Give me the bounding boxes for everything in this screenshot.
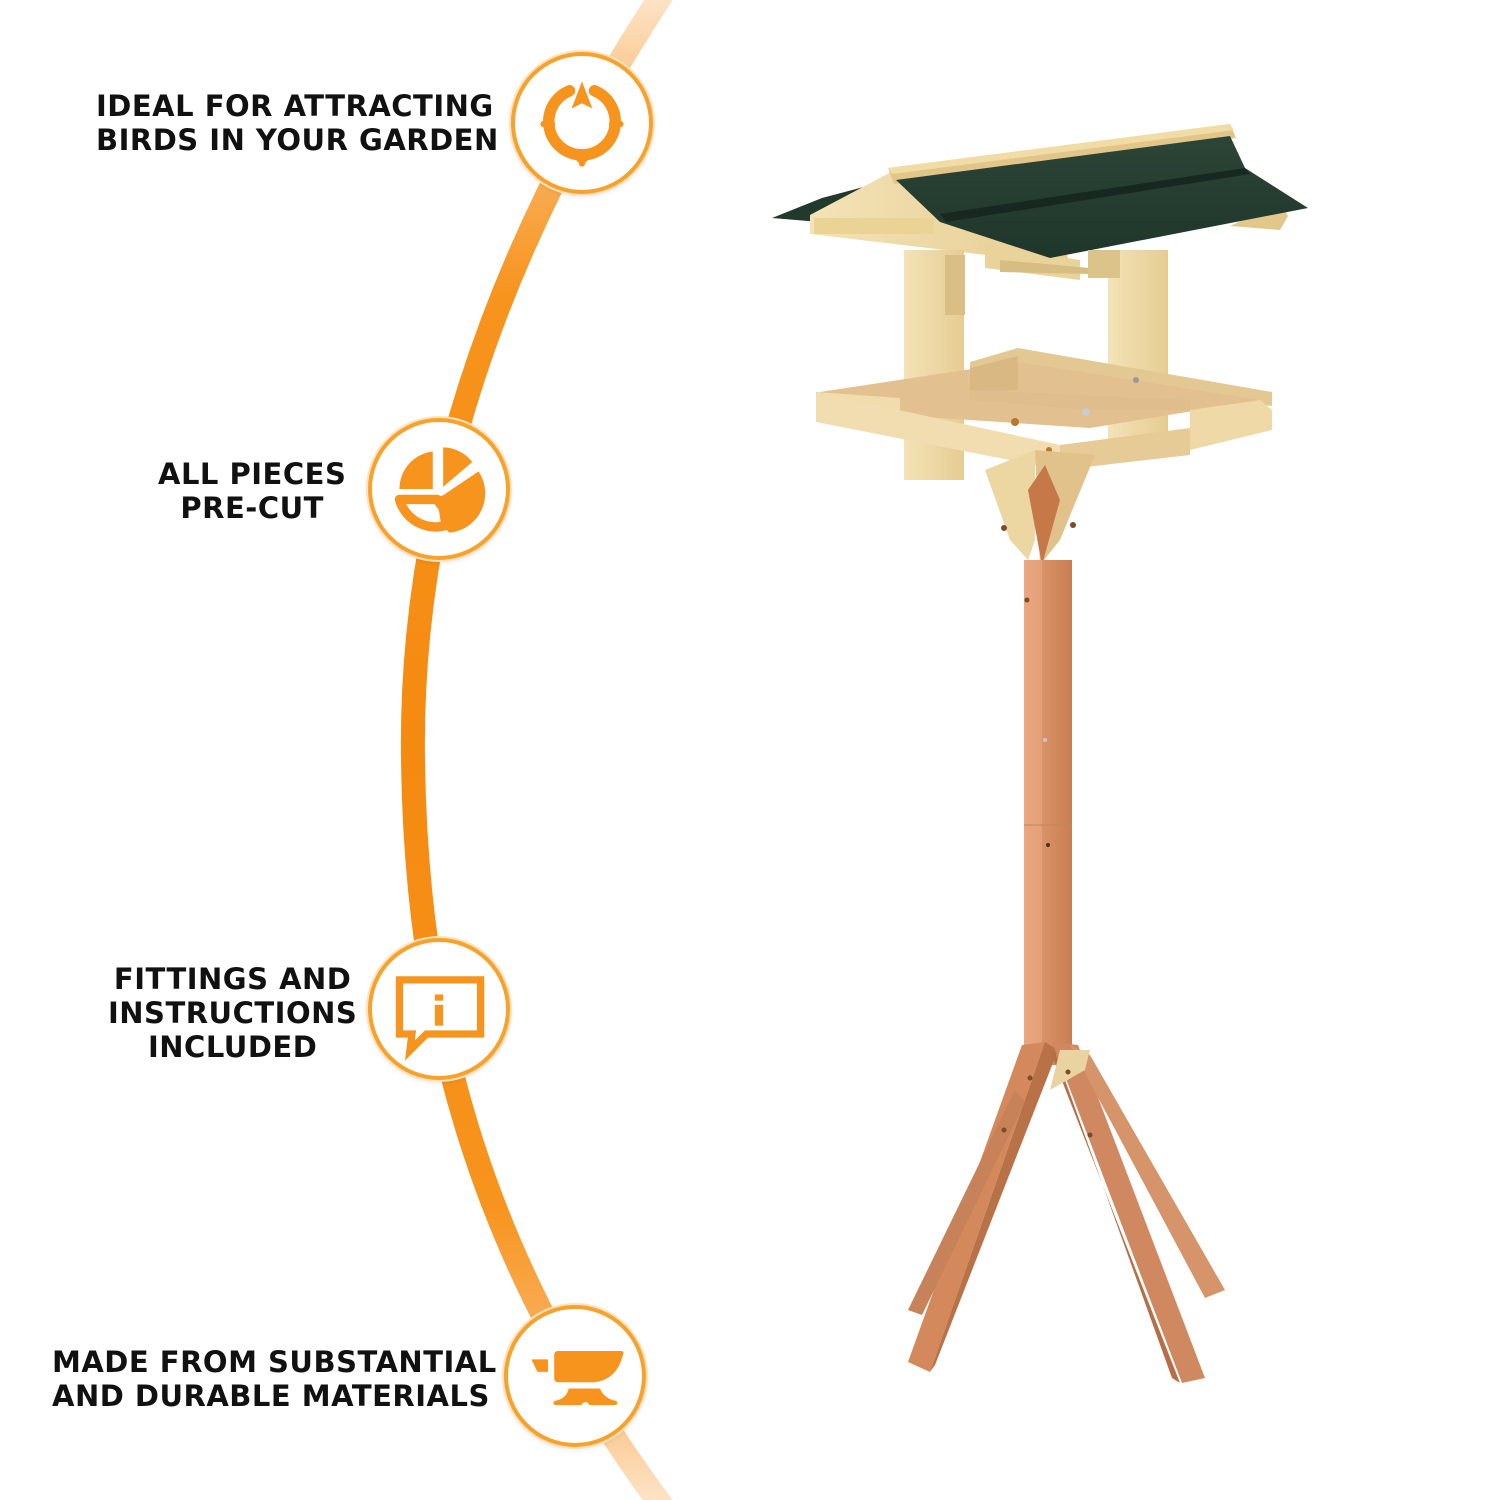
feature-line: FITTINGS AND: [113, 962, 352, 996]
info-speech-bubble-icon: [395, 976, 485, 1061]
bird-table-product-image: [772, 124, 1308, 1383]
feature-line: IDEAL FOR ATTRACTING: [96, 89, 494, 123]
feature-text-durable: MADE FROM SUBSTANTIAL AND DURABLE MATERI…: [52, 1345, 497, 1413]
target-compass-icon: [540, 81, 624, 167]
feature-line: INCLUDED: [147, 1030, 318, 1064]
pie-chart-icon: [394, 447, 486, 533]
badge-fittings: [368, 938, 510, 1080]
feature-line: MADE FROM SUBSTANTIAL: [52, 1345, 497, 1379]
feature-line: BIRDS IN YOUR GARDEN: [96, 123, 499, 157]
badge-pre-cut: [368, 418, 510, 560]
feature-line: INSTRUCTIONS: [108, 996, 358, 1030]
feature-line: PRE-CUT: [180, 491, 324, 525]
feature-text-attract-birds: IDEAL FOR ATTRACTING BIRDS IN YOUR GARDE…: [96, 89, 499, 157]
anvil-icon: [531, 1351, 624, 1406]
badge-durable: [504, 1305, 646, 1447]
feature-line: ALL PIECES: [158, 457, 347, 491]
feature-line: AND DURABLE MATERIALS: [52, 1379, 490, 1413]
badge-attract-birds: [511, 52, 653, 194]
feature-text-fittings: FITTINGS AND INSTRUCTIONS INCLUDED: [108, 962, 357, 1064]
feature-text-pre-cut: ALL PIECES PRE-CUT: [158, 457, 346, 525]
